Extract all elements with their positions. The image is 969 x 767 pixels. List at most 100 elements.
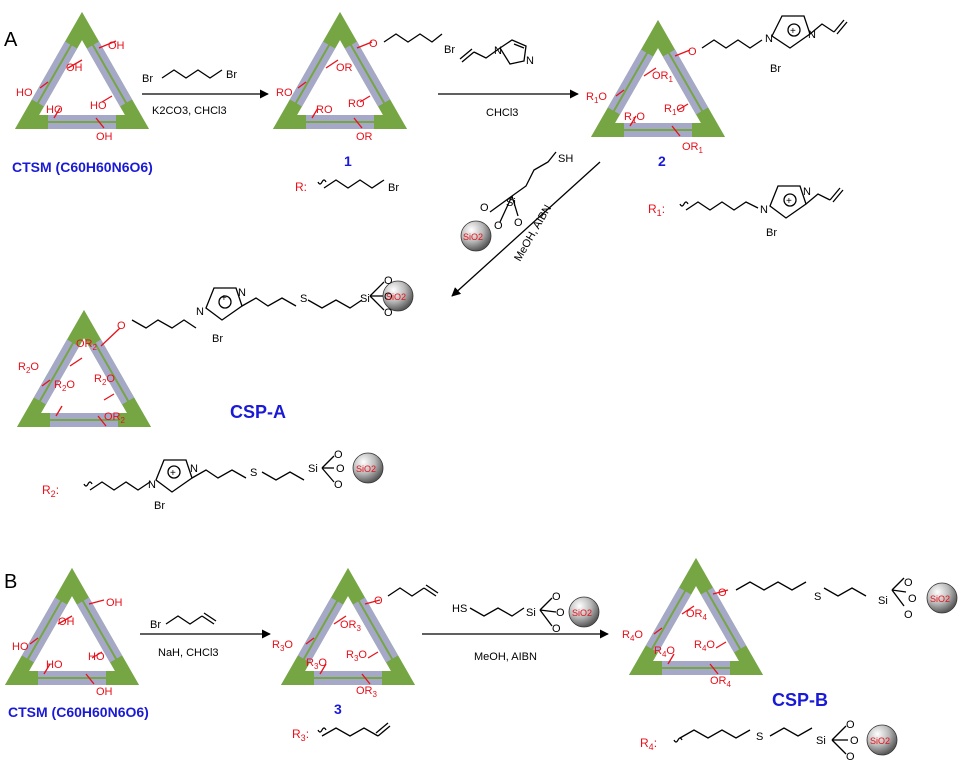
compound-2-o-top: O xyxy=(688,46,697,58)
step5-conditions: MeOH, AIBN xyxy=(474,651,537,663)
csp-a-n-left: N xyxy=(196,306,204,318)
compound-2-n-right: N xyxy=(808,29,816,41)
compound-1-structure xyxy=(285,26,443,128)
reaction-arrow-4 xyxy=(140,612,271,639)
compound-3-r3o-2: R3O xyxy=(346,649,367,663)
imidazole-n1: N xyxy=(494,45,502,57)
reaction-arrow-5 xyxy=(422,596,609,639)
csp-b-r4o-2: R4O xyxy=(694,639,715,653)
r1-br-minus: Br xyxy=(766,227,777,239)
csp-b-label: CSP-B xyxy=(772,690,828,710)
csp-a-s: S xyxy=(300,293,307,305)
step1-conditions: K2CO3, CHCl3 xyxy=(152,105,227,117)
r2-definition-label: R2: xyxy=(42,483,59,499)
compound-2-structure xyxy=(603,15,848,136)
r4-definition-label: R4: xyxy=(640,736,657,752)
r2-n-left: N xyxy=(148,479,156,491)
csp-a-sio2: SiO2 xyxy=(386,292,406,302)
csp-b-si: Si xyxy=(878,595,888,607)
compound-1-or-2: OR xyxy=(356,131,373,143)
r2-n-right: N xyxy=(190,463,198,475)
compound-2-r1o-1: R1O xyxy=(586,91,607,105)
csp-b-sio2: SiO2 xyxy=(930,594,950,604)
reaction-arrow-1 xyxy=(142,69,269,99)
reagent3-o3: O xyxy=(514,217,523,229)
step2-conditions: CHCl3 xyxy=(486,107,518,119)
r2-definition-chain xyxy=(83,452,384,493)
reagent5-o3: O xyxy=(552,623,561,635)
reagent5-o1: O xyxy=(552,591,561,603)
r4-o3: O xyxy=(846,751,855,763)
compound-2-r1o-2: R1O xyxy=(664,103,685,117)
reaction-arrow-3 xyxy=(451,151,601,297)
step3-conditions: MeOH, AIBN xyxy=(512,203,554,264)
ctsm-a-ho-3: HO xyxy=(46,104,63,116)
reagent3-o2: O xyxy=(494,220,503,232)
r2-sio2: SiO2 xyxy=(356,464,376,474)
compound-1-ro-1: RO xyxy=(276,87,293,99)
csp-a-n-right: N xyxy=(238,287,246,299)
csp-b-o1: O xyxy=(904,577,913,589)
csp-a-o1: O xyxy=(384,275,393,287)
csp-b-r4o-1: R4O xyxy=(622,629,643,643)
compound-2-or1-2: OR1 xyxy=(682,141,704,155)
panel-a-label: A xyxy=(4,29,18,51)
ctsm-b-oh-2: OH xyxy=(58,616,75,628)
csp-b-r4o-3: R4O xyxy=(654,645,675,659)
r1-definition-label: R1: xyxy=(648,202,665,218)
r3-definition-chain xyxy=(317,722,391,737)
csp-b-or4-2: OR4 xyxy=(710,675,732,689)
ctsm-b-oh-3: OH xyxy=(96,686,113,698)
ctsm-b-oh-1: OH xyxy=(106,597,123,609)
r2-plus: + xyxy=(170,468,176,479)
csp-b-structure xyxy=(641,572,907,674)
r-definition-br: Br xyxy=(388,182,399,194)
ctsm-b-ho-3: HO xyxy=(46,659,63,671)
ctsm-a-oh-1: OH xyxy=(108,40,125,52)
csp-a-o3: O xyxy=(384,307,393,319)
r4-sio2: SiO2 xyxy=(870,736,890,746)
r2-o2: O xyxy=(336,463,345,475)
r2-si: Si xyxy=(308,463,318,475)
csp-a-o2: O xyxy=(384,291,393,303)
csp-a-or2-2: OR2 xyxy=(104,411,126,425)
step1-reagent-br-left: Br xyxy=(142,73,153,85)
compound-3-or3-1: OR3 xyxy=(340,619,362,633)
r4-o1: O xyxy=(846,719,855,731)
compound-1-o-top: O xyxy=(369,38,378,50)
csp-a-label: CSP-A xyxy=(230,402,286,422)
ctsm-a-oh-2: OH xyxy=(66,62,83,74)
reagent5-o2: O xyxy=(556,607,565,619)
compound-3-structure xyxy=(293,582,439,684)
compound-3-r3o-1: R3O xyxy=(272,639,293,653)
r4-s: S xyxy=(756,731,763,743)
compound-1-label: 1 xyxy=(344,153,352,169)
reagent3-sio2: SiO2 xyxy=(463,232,483,242)
compound-2-br-minus: Br xyxy=(770,63,781,75)
csp-a-r2o-1: R2O xyxy=(18,361,39,375)
csp-a-br-minus: Br xyxy=(212,333,223,345)
reagent3-sh: SH xyxy=(558,153,573,165)
csp-a-r2o-3: R2O xyxy=(54,379,75,393)
r1-n-right: N xyxy=(803,186,811,198)
reagent5-sio2: SiO2 xyxy=(572,608,592,618)
step1-reagent-br-right: Br xyxy=(226,69,237,81)
panel-b-label: B xyxy=(4,571,17,593)
ctsm-a-structure xyxy=(27,26,137,128)
reaction-arrow-2 xyxy=(438,39,579,99)
compound-3-or3-2: OR3 xyxy=(356,685,378,699)
r2-o3: O xyxy=(334,479,343,491)
csp-a-si: Si xyxy=(360,293,370,305)
csp-b-or4-1: OR4 xyxy=(686,608,708,622)
r2-s: S xyxy=(250,467,257,479)
csp-a-o-top: O xyxy=(117,320,126,332)
step4-reagent-br: Br xyxy=(150,619,161,631)
compound-1-ro-3: RO xyxy=(316,104,333,116)
compound-2-or1-1: OR1 xyxy=(652,70,674,84)
reagent3-si: Si xyxy=(506,197,516,209)
csp-b-o3: O xyxy=(904,609,913,621)
r2-o1: O xyxy=(334,449,343,461)
compound-3-r3o-3: R3O xyxy=(306,657,327,671)
compound-1-ro-2: RO xyxy=(348,98,365,110)
